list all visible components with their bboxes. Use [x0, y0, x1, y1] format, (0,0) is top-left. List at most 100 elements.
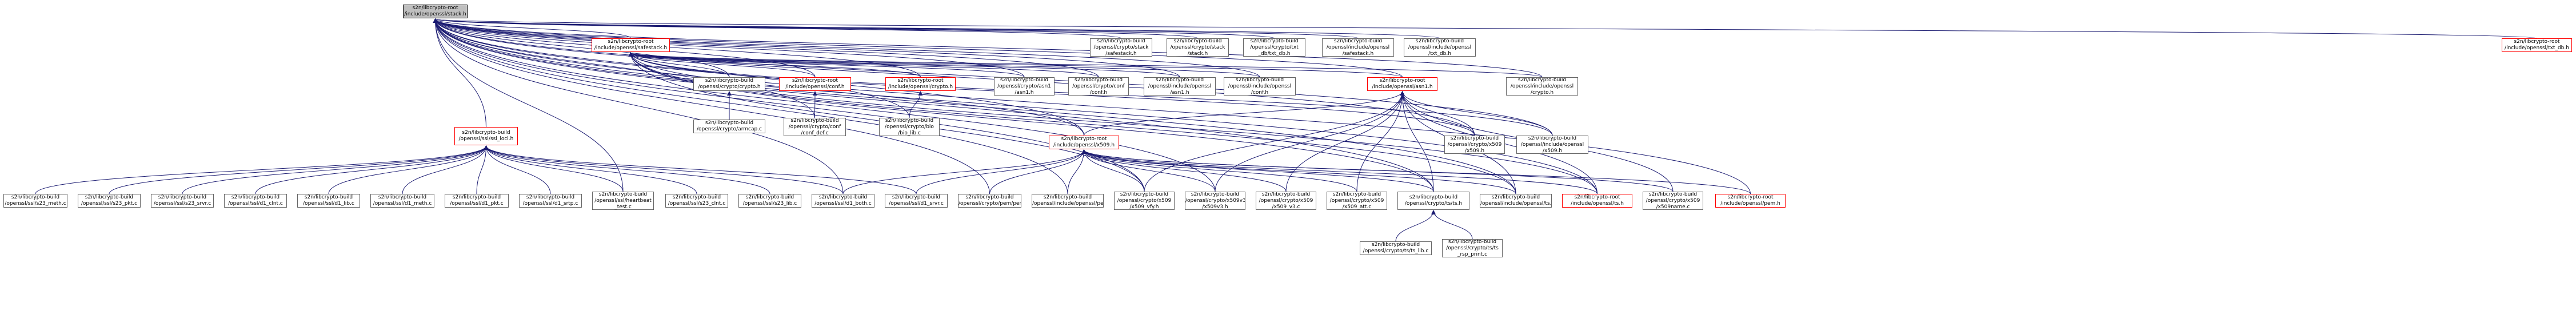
- edge-conf-b-to-root: [433, 18, 1099, 78]
- node-x509name[interactable]: s2n/libcrypto-build/openssl/crypto/x509/…: [1643, 192, 1703, 210]
- node-asn1-b[interactable]: s2n/libcrypto-build/openssl/crypto/asn1/…: [994, 77, 1055, 96]
- node-ts-lib[interactable]: s2n/libcrypto-build/openssl/crypto/ts/ts…: [1360, 241, 1432, 255]
- node-x509-vfy[interactable]: s2n/libcrypto-build/openssl/crypto/x509/…: [1114, 192, 1175, 210]
- node-inc-txt-db[interactable]: s2n/libcrypto-build/openssl/include/open…: [1404, 38, 1476, 57]
- edge-root-crypto-to-safestack: [628, 52, 921, 78]
- node-root-conf[interactable]: s2n/libcrypto-root/include/openssl/conf.…: [779, 77, 851, 91]
- node-label-line: s2n/libcrypto-build: [1648, 192, 1698, 197]
- node-label-line: s2n/libcrypto-root: [412, 5, 458, 11]
- edge-d1-srtp-to-sslc: [484, 145, 551, 194]
- node-inc-safestack[interactable]: s2n/libcrypto-build/openssl/include/open…: [1322, 38, 1394, 57]
- node-root-txt-db[interactable]: s2n/libcrypto-root/include/openssl/txt_d…: [2502, 38, 2572, 52]
- node-label-line: s2n/libcrypto-build: [304, 194, 353, 200]
- edge-conf-b-to-safestack: [628, 52, 1099, 78]
- node-stack-c[interactable]: s2n/libcrypto-build/openssl/crypto/stack…: [1090, 38, 1152, 57]
- node-label-line: s2n/libcrypto-build: [1235, 77, 1284, 83]
- node-label-line: s2n/libcrypto-root: [2514, 39, 2560, 45]
- node-ts-rsp-print[interactable]: s2n/libcrypto-build/openssl/crypto/ts/ts…: [1442, 239, 1503, 257]
- node-d1-srvr[interactable]: s2n/libcrypto-build/openssl/ssl/d1_srvr.…: [885, 194, 948, 208]
- node-safestack[interactable]: s2n/libcrypto-root/include/openssl/safes…: [592, 38, 670, 52]
- node-label-line: s2n/libcrypto-build: [1450, 136, 1499, 141]
- node-x509-att[interactable]: s2n/libcrypto-build/openssl/crypto/x509/…: [1327, 192, 1387, 210]
- node-d1-both[interactable]: s2n/libcrypto-build/openssl/ssl/d1_both.…: [812, 194, 874, 208]
- node-ts-b[interactable]: s2n/libcrypto-build/openssl/crypto/ts/ts…: [1397, 192, 1469, 210]
- node-label-line: /openssl/include/openssl: [1326, 44, 1390, 50]
- node-armcap[interactable]: s2n/libcrypto-build/openssl/crypto/armca…: [693, 120, 765, 133]
- node-s23-pkt[interactable]: s2n/libcrypto-build/openssl/ssl/s23_pkt.…: [78, 194, 141, 208]
- node-label-line: s2n/libcrypto-build: [892, 194, 941, 200]
- node-label-line: /x509_vfy.h: [1129, 204, 1159, 210]
- node-label-line: /openssl/ssl/s23_pkt.c: [81, 201, 138, 206]
- edge-x509-vfy-to-root-asn1: [1144, 91, 1405, 192]
- node-label-line: s2n/libcrypto-build: [1074, 77, 1123, 83]
- node-label-line: /include/openssl/conf.h: [785, 84, 845, 90]
- node-s23-srvr[interactable]: s2n/libcrypto-build/openssl/ssl/s23_srvr…: [151, 194, 214, 208]
- node-label-line: s2n/libcrypto-root: [1061, 136, 1107, 142]
- edge-x509-v3-to-root-asn1: [1285, 91, 1405, 192]
- node-d1-pkt[interactable]: s2n/libcrypto-build/openssl/ssl/d1_pkt.c: [445, 194, 509, 208]
- node-inc-crypto[interactable]: s2n/libcrypto-build/openssl/include/open…: [1506, 77, 1578, 96]
- node-label-line: s2n/libcrypto-build: [672, 194, 721, 200]
- edge-root-pem-to-root-x509: [1081, 149, 1751, 194]
- node-root-pem[interactable]: s2n/libcrypto-root/include/openssl/pem.h: [1715, 194, 1786, 208]
- node-inc-asn1[interactable]: s2n/libcrypto-build/openssl/include/open…: [1144, 77, 1216, 96]
- node-inc-ts[interactable]: s2n/libcrypto-build/openssl/include/open…: [1480, 194, 1552, 208]
- node-bio-lib[interactable]: s2n/libcrypto-build/openssl/crypto/bio/b…: [879, 118, 940, 136]
- edge-inc-ts-to-root-x509: [1081, 149, 1516, 194]
- node-x509-v3[interactable]: s2n/libcrypto-build/openssl/crypto/x509/…: [1256, 192, 1316, 210]
- node-d1-lib[interactable]: s2n/libcrypto-build/openssl/ssl/d1_lib.c: [297, 194, 360, 208]
- node-label-line: /include/openssl/ts.h: [1571, 201, 1624, 206]
- node-label-line: /openssl/include/openssl: [1148, 83, 1212, 89]
- node-conf-b[interactable]: s2n/libcrypto-build/openssl/crypto/conf/…: [1068, 77, 1129, 96]
- edge-root-x509-to-root-asn1: [1084, 91, 1405, 136]
- node-stack-h[interactable]: s2n/libcrypto-build/openssl/crypto/stack…: [1167, 38, 1229, 57]
- node-d1-meth[interactable]: s2n/libcrypto-build/openssl/ssl/d1_meth.…: [370, 194, 434, 208]
- edge-d1-pkt-to-sslc: [476, 145, 489, 194]
- node-d1-clnt[interactable]: s2n/libcrypto-build/openssl/ssl/d1_clnt.…: [224, 194, 287, 208]
- edge-root-txt-db-to-root: [434, 18, 2537, 39]
- node-label-line: /openssl/ssl/d1_both.c: [814, 201, 872, 206]
- node-label-line: /openssl/crypto/pem/pem.h: [958, 201, 1021, 206]
- node-s23-meth[interactable]: s2n/libcrypto-build/openssl/ssl/s23_meth…: [3, 194, 67, 208]
- node-pem-b[interactable]: s2n/libcrypto-build/openssl/crypto/pem/p…: [958, 194, 1021, 208]
- node-sslc[interactable]: s2n/libcrypto-build/openssl/ssl/ssl_locl…: [454, 127, 518, 145]
- node-d1-srtp[interactable]: s2n/libcrypto-build/openssl/ssl/d1_srtp.…: [519, 194, 582, 208]
- edge-inc-crypto-to-root: [433, 18, 1543, 78]
- node-label-line: s2n/libcrypto-root: [897, 78, 944, 84]
- edge-x509-vfy-to-root: [433, 18, 1145, 192]
- edge-asn1-b-to-safestack: [628, 52, 1025, 78]
- edge-s23-pkt-to-sslc: [109, 145, 489, 194]
- node-heartbeat[interactable]: s2n/libcrypto-build/openssl/ssl/heartbea…: [592, 192, 654, 210]
- node-label-line: /openssl/ssl/s23_meth.c: [5, 201, 66, 206]
- edge-d1-lib-to-sslc: [328, 145, 489, 194]
- edge-pem-b-to-root-x509: [989, 149, 1087, 194]
- edge-inc-conf-to-safestack: [628, 52, 1260, 78]
- edge-inc-pem-to-root: [433, 18, 1068, 194]
- node-label-line: /openssl/ssl/s23_clnt.c: [668, 201, 726, 206]
- node-txt-db-b[interactable]: s2n/libcrypto-build/openssl/crypto/txt_d…: [1243, 38, 1305, 57]
- node-label-line: /include/openssl/stack.h: [404, 11, 466, 17]
- node-label-line: /openssl/ssl/d1_pkt.c: [450, 201, 504, 206]
- node-conf-def[interactable]: s2n/libcrypto-build/openssl/crypto/conf/…: [784, 118, 846, 136]
- node-label-line: /x509.h: [1464, 148, 1485, 154]
- node-label-line: /x509.h: [1542, 148, 1563, 154]
- node-s23-lib[interactable]: s2n/libcrypto-build/openssl/ssl/s23_lib.…: [738, 194, 801, 208]
- node-crypto-h[interactable]: s2n/libcrypto-build/openssl/crypto/crypt…: [693, 77, 765, 91]
- node-label-line: /bio_lib.c: [898, 130, 921, 136]
- node-root-crypto[interactable]: s2n/libcrypto-root/include/openssl/crypt…: [885, 77, 956, 91]
- node-s23-clnt[interactable]: s2n/libcrypto-build/openssl/ssl/s23_clnt…: [665, 194, 728, 208]
- node-root-asn1[interactable]: s2n/libcrypto-root/include/openssl/asn1.…: [1367, 77, 1437, 91]
- node-label-line: /openssl/include/openssl/ts.h: [1480, 201, 1552, 206]
- node-inc-pem[interactable]: s2n/libcrypto-build/openssl/include/open…: [1032, 194, 1104, 208]
- edge-bio-lib-to-root: [433, 18, 910, 118]
- node-x509v3[interactable]: s2n/libcrypto-build/openssl/crypto/x509v…: [1185, 192, 1245, 210]
- node-x509-b[interactable]: s2n/libcrypto-build/openssl/crypto/x509/…: [1444, 136, 1505, 154]
- node-root-x509[interactable]: s2n/libcrypto-root/include/openssl/x509.…: [1049, 136, 1119, 149]
- node-inc-conf[interactable]: s2n/libcrypto-build/openssl/include/open…: [1224, 77, 1296, 96]
- edge-x509v3-to-root-x509: [1081, 149, 1216, 192]
- node-root-ts[interactable]: s2n/libcrypto-root/include/openssl/ts.h: [1562, 194, 1632, 208]
- node-label-line: s2n/libcrypto-build: [1155, 77, 1204, 83]
- edge-x509-v3-to-root-x509: [1081, 149, 1287, 192]
- node-inc-x509[interactable]: s2n/libcrypto-build/openssl/include/open…: [1516, 136, 1588, 154]
